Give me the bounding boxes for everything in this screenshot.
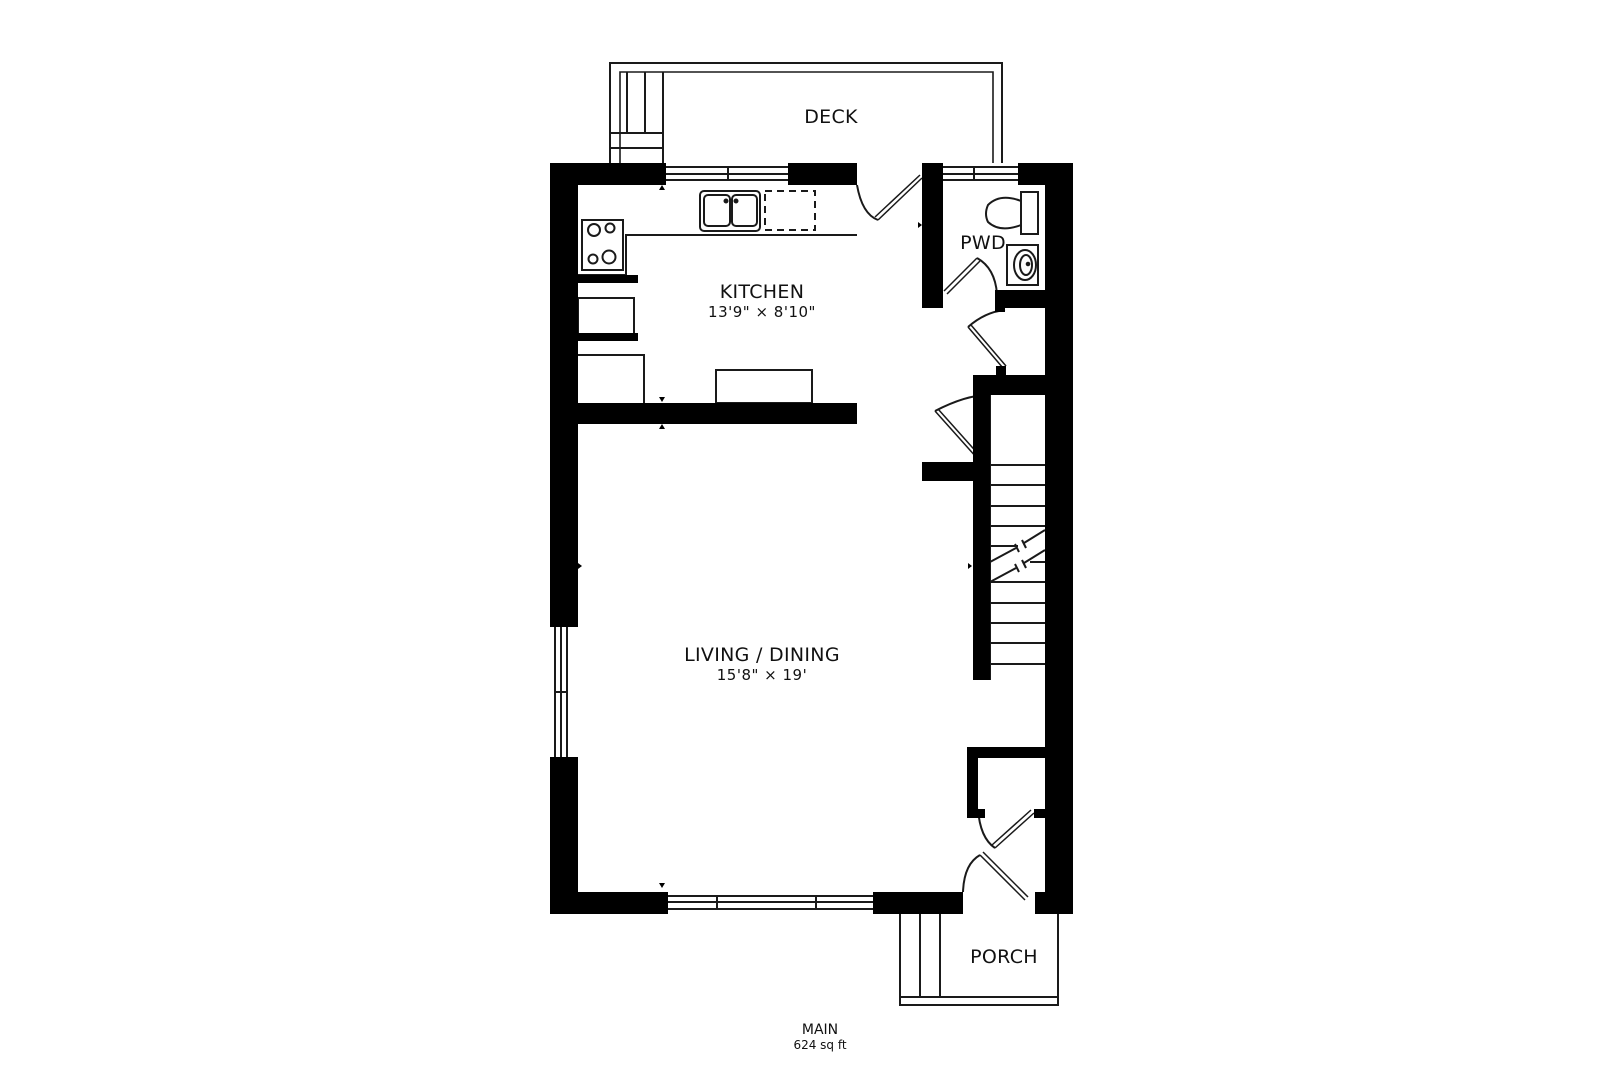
room-label-living-dining: LIVING / DINING [684,644,840,666]
door-closet-upper [967,309,1007,369]
sink-icon [699,190,761,232]
window-bottom [668,895,873,910]
floor-name: MAIN [801,1022,839,1038]
room-label-porch: PORCH [970,946,1038,968]
door-entry [962,851,1029,901]
basin-icon [1006,244,1039,286]
dishwasher-icon [764,190,816,231]
floor-area: 624 sq ft [793,1038,847,1052]
stairs [989,395,1046,680]
room-dimensions-living-dining: 15'8" × 19' [716,666,808,684]
toilet-icon [985,191,1039,235]
walls [550,163,1073,914]
stove-icon [581,219,624,271]
room-dimensions-kitchen: 13'9" × 8'10" [708,303,816,321]
room-living-dining: LIVING / DINING 15'8" × 19' [684,644,840,684]
room-label-kitchen: KITCHEN [719,281,805,303]
door-deck [856,174,923,221]
window-left [554,627,568,757]
floor-summary: MAIN 624 sq ft [793,1022,846,1052]
deck-outline [609,62,1003,185]
dimension-markers [578,185,972,888]
room-kitchen: KITCHEN 13'9" × 8'10" [708,281,816,321]
window-kitchen-top [666,166,788,181]
door-closet-entry [977,808,1035,849]
porch-outline [899,914,1059,1006]
room-label-deck: DECK [804,106,858,128]
door-pwd [943,257,998,295]
window-pwd-top [943,166,1018,181]
room-label-pwd: PWD [960,232,1006,254]
